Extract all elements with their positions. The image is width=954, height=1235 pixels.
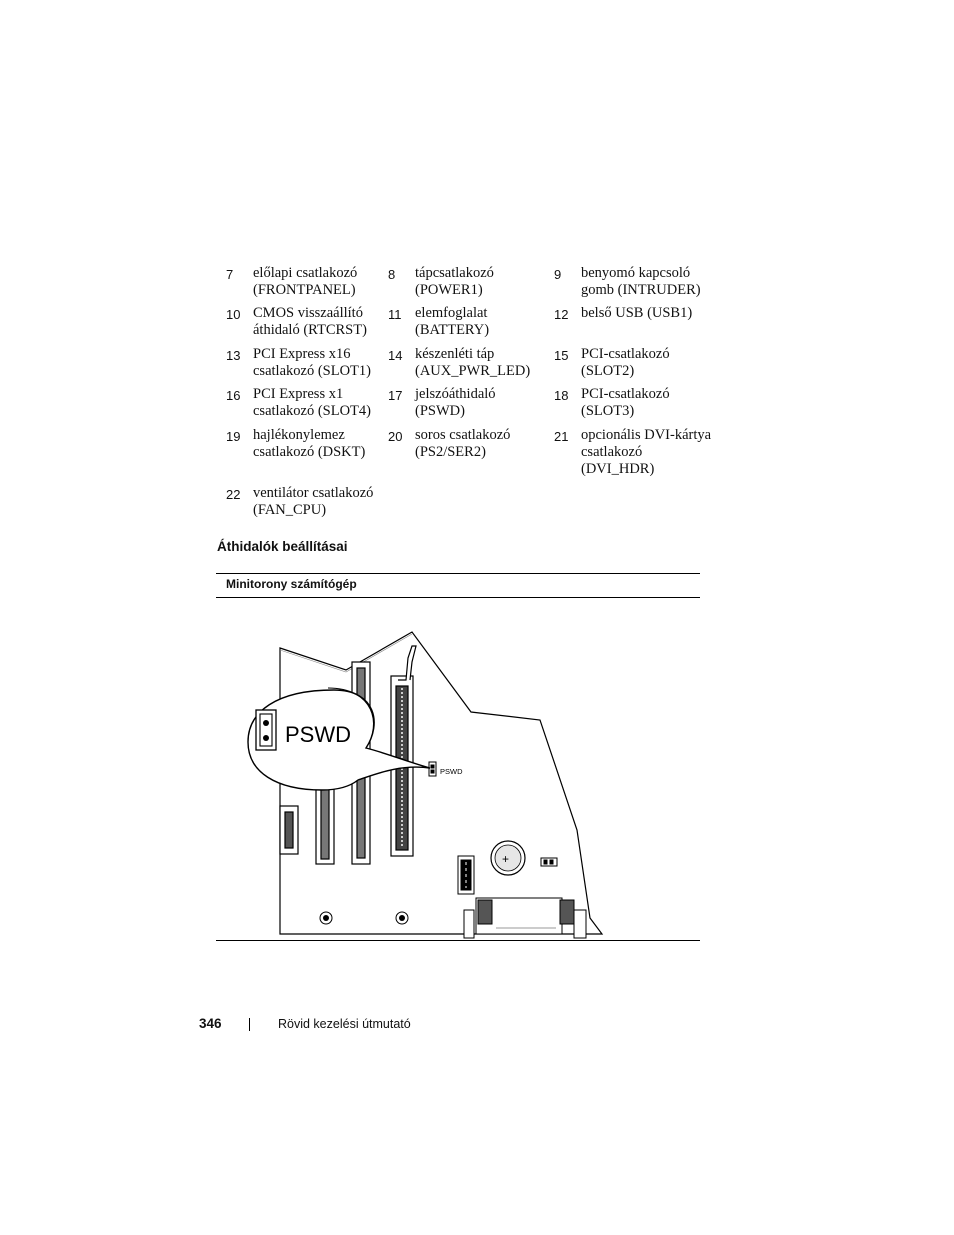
legend-description-line: készenléti táp	[415, 346, 495, 362]
legend-description-line: hajlékonylemez	[253, 427, 345, 443]
legend-description-line: előlapi csatlakozó	[253, 265, 358, 281]
legend-number: 7	[226, 267, 234, 282]
legend-number: 12	[554, 307, 569, 322]
legend-description-line: (AUX_PWR_LED)	[415, 363, 531, 379]
footer-separator	[249, 1018, 250, 1031]
legend-description-line: jelszóáthidaló	[415, 386, 496, 402]
legend-description-line: PCI Express x1	[253, 386, 344, 402]
legend-description-line: áthidaló (RTCRST)	[253, 322, 367, 338]
svg-text:+: +	[502, 852, 509, 866]
legend-number: 22	[226, 487, 241, 502]
motherboard-jumper-figure: PSWD +	[236, 628, 606, 940]
callout-pswd-label: PSWD	[285, 722, 351, 747]
legend-description-line: csatlakozó (SLOT4)	[253, 403, 371, 419]
legend-description-line: gomb (INTRUDER)	[581, 282, 701, 298]
legend-description-line: ventilátor csatlakozó	[253, 485, 374, 501]
legend-description-line: CMOS visszaállító	[253, 305, 363, 321]
legend-description-line: csatlakozó (SLOT1)	[253, 363, 371, 379]
legend-number: 20	[388, 429, 403, 444]
front-panel-connectors	[463, 897, 587, 939]
legend-description: PCI-csatlakozó(SLOT2)	[581, 346, 670, 380]
legend-number: 9	[554, 267, 562, 282]
pci-slot-short	[315, 777, 335, 865]
legend-description-line: (PSWD)	[415, 403, 465, 419]
rtcrst-jumper	[540, 857, 558, 867]
legend-description-line: (SLOT2)	[581, 363, 635, 379]
legend-number: 10	[226, 307, 241, 322]
table-header-rule	[216, 597, 700, 598]
legend-description: soros csatlakozó(PS2/SER2)	[415, 427, 510, 461]
legend-description-line: (SLOT3)	[581, 403, 635, 419]
pcie-x16-slot	[390, 645, 417, 857]
legend-number: 16	[226, 388, 241, 403]
legend-description-line: (PS2/SER2)	[415, 444, 486, 460]
legend-description-line: opcionális DVI-kártya	[581, 427, 712, 443]
legend-number: 19	[226, 429, 241, 444]
legend-number: 14	[388, 348, 403, 363]
page-number: 346	[199, 1016, 222, 1031]
legend-description: előlapi csatlakozó(FRONTPANEL)	[253, 265, 357, 299]
legend-description-line: (FRONTPANEL)	[253, 282, 356, 298]
legend-description: PCI-csatlakozó(SLOT3)	[581, 386, 670, 420]
legend-number: 18	[554, 388, 569, 403]
legend-description: elemfoglalat(BATTERY)	[415, 305, 489, 339]
legend-description: ventilátor csatlakozó(FAN_CPU)	[253, 485, 373, 519]
legend-description-line: elemfoglalat	[415, 305, 488, 321]
table-bottom-rule	[216, 940, 700, 941]
legend-description-line: PCI Express x16	[253, 346, 351, 362]
legend-description-line: (BATTERY)	[415, 322, 490, 338]
footer-title: Rövid kezelési útmutató	[278, 1017, 411, 1031]
legend-description-line: PCI-csatlakozó	[581, 346, 670, 362]
legend-description-line: csatlakozó	[581, 444, 643, 460]
legend-description: készenléti táp(AUX_PWR_LED)	[415, 346, 530, 380]
legend-description-line: soros csatlakozó	[415, 427, 511, 443]
legend-description-line: benyomó kapcsoló	[581, 265, 691, 281]
pswd-callout: PSWD	[247, 687, 431, 791]
mounting-holes	[319, 911, 409, 925]
legend-description-line: (FAN_CPU)	[253, 502, 327, 518]
section-heading: Áthidalók beállításai	[217, 539, 348, 554]
table-header: Minitorony számítógép	[226, 577, 357, 591]
legend-number: 11	[388, 307, 402, 322]
legend-number: 21	[554, 429, 569, 444]
legend-number: 17	[388, 388, 403, 403]
legend-description: belső USB (USB1)	[581, 305, 692, 322]
board-pswd-label: PSWD	[440, 767, 463, 776]
legend-description: jelszóáthidaló(PSWD)	[415, 386, 496, 420]
legend-number: 13	[226, 348, 241, 363]
legend-description: tápcsatlakozó(POWER1)	[415, 265, 494, 299]
legend-description-line: tápcsatlakozó	[415, 265, 494, 281]
legend-description-line: (DVI_HDR)	[581, 461, 655, 477]
pswd-jumper	[428, 761, 437, 777]
legend-description-line: (POWER1)	[415, 282, 483, 298]
legend-description-line: PCI-csatlakozó	[581, 386, 670, 402]
legend-description-line: csatlakozó (DSKT)	[253, 444, 366, 460]
battery-socket: +	[490, 840, 526, 876]
motherboard-illustration: PSWD +	[247, 631, 604, 939]
floppy-connector	[279, 805, 299, 855]
serial-header	[457, 855, 475, 895]
table-top-rule	[216, 573, 700, 574]
legend-number: 15	[554, 348, 569, 363]
legend-description-line: belső USB (USB1)	[581, 305, 693, 321]
legend-number: 8	[388, 267, 396, 282]
